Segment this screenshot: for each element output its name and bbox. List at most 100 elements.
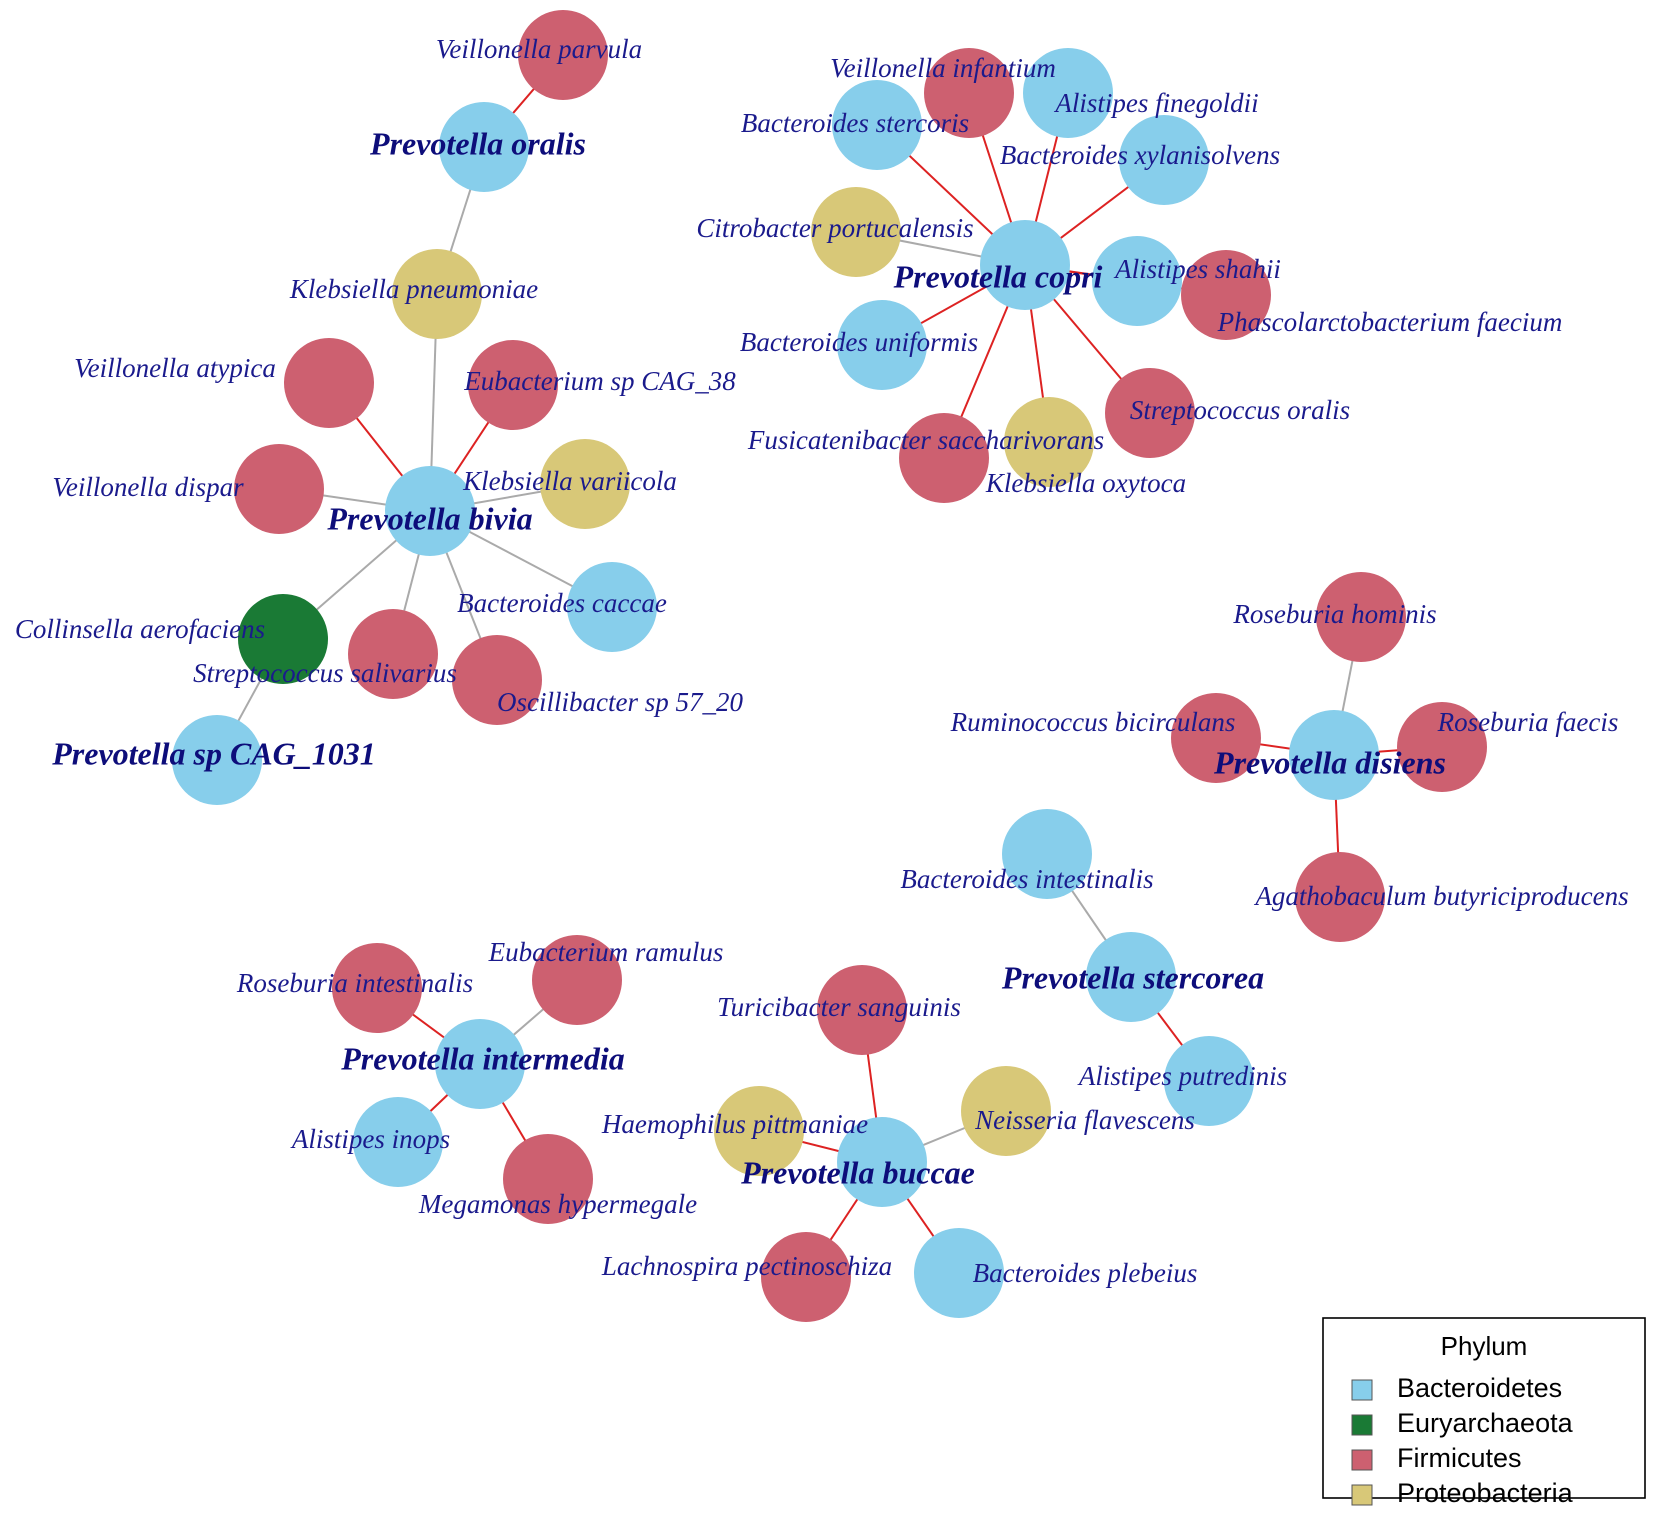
- legend-label-bacteroidetes: Bacteroidetes: [1397, 1373, 1562, 1403]
- label-n_flavescens: Neisseria flavescens: [974, 1105, 1195, 1135]
- labels-layer: Prevotella oralis Veillonella parvulaKleb…: [15, 34, 1629, 1288]
- label-r_faecis: Roseburia faecis: [1437, 707, 1619, 737]
- label-a_finegoldii: Alistipes finegoldii: [1053, 88, 1258, 118]
- node-p_buccae: [837, 1117, 927, 1207]
- node-v_infantium: [924, 48, 1014, 138]
- node-c_portucalensis: [811, 187, 901, 277]
- legend-items: BacteroidetesEuryarchaeotaFirmicutesProt…: [1351, 1373, 1574, 1508]
- node-a_finegoldii: [1023, 48, 1113, 138]
- label-r_intestinalis: Roseburia intestinalis: [236, 968, 473, 998]
- node-h_pittmaniae: [714, 1086, 804, 1176]
- node-t_sanguinis: [817, 965, 907, 1055]
- node-e_ramulus: [532, 935, 622, 1025]
- label-p_bivia: Prevotella bivia: [326, 500, 532, 536]
- node-s_oralis: [1105, 368, 1195, 458]
- label-p_stercorea: Prevotella stercorea: [1001, 959, 1264, 995]
- label-b_caccae: Bacteroides caccae: [457, 588, 667, 618]
- legend-label-euryarchaeota: Euryarchaeota: [1397, 1408, 1574, 1438]
- node-p_copri: [980, 220, 1070, 310]
- node-b_intestinalis: [1002, 809, 1092, 899]
- label-k_variicola: Klebsiella variicola: [462, 466, 677, 496]
- node-p_disiens: [1289, 710, 1379, 800]
- legend-swatch-euryarchaeota: [1351, 1414, 1373, 1436]
- node-v_atypica: [284, 338, 374, 428]
- label-m_hypermegale: Megamonas hypermegale: [418, 1189, 697, 1219]
- label-v_dispar: Veillonella dispar: [52, 472, 244, 502]
- node-p_bivia: [385, 466, 475, 556]
- label-b_plebeius: Bacteroides plebeius: [973, 1258, 1198, 1288]
- label-p_copri: Prevotella copri: [893, 258, 1103, 294]
- node-f_saccharivorans: [899, 413, 989, 503]
- label-k_oxytoca: Klebsiella oxytoca: [985, 468, 1186, 498]
- label-c_aerofaciens: Collinsella aerofaciens: [15, 614, 265, 644]
- node-b_plebeius: [914, 1228, 1004, 1318]
- node-a_inops: [353, 1097, 443, 1187]
- label-b_stercoris: Bacteroides stercoris: [741, 108, 969, 138]
- node-b_uniformis: [837, 300, 927, 390]
- label-a_putredinis: Alistipes putredinis: [1077, 1061, 1287, 1091]
- label-p_intermedia: Prevotella intermedia: [340, 1040, 625, 1076]
- node-r_intestinalis: [332, 943, 422, 1033]
- node-v_parvula: [518, 10, 608, 100]
- label-r_hominis: Roseburia hominis: [1232, 599, 1436, 629]
- node-r_hominis: [1316, 572, 1406, 662]
- legend-title: Phylum: [1441, 1331, 1528, 1361]
- node-s_salivarius: [348, 609, 438, 699]
- label-s_oralis: Streptococcus oralis: [1130, 395, 1350, 425]
- node-k_pneumoniae: [392, 249, 482, 339]
- label-p_1031: Prevotella sp CAG_1031: [51, 735, 376, 771]
- label-p_buccae: Prevotella buccae: [740, 1154, 975, 1190]
- label-f_saccharivorans: Fusicatenibacter saccharivorans: [747, 425, 1104, 455]
- node-p_stercorea: [1086, 932, 1176, 1022]
- legend: Phylum BacteroidetesEuryarchaeotaFirmicu…: [1322, 1317, 1646, 1508]
- label-osc_57: Oscillibacter sp 57_20: [497, 687, 743, 717]
- node-r_bicirculans: [1171, 693, 1261, 783]
- label-p_oralis: Prevotella oralis: [369, 125, 586, 161]
- label-v_infantium: Veillonella infantium: [830, 53, 1056, 83]
- label-b_uniformis: Bacteroides uniformis: [740, 327, 978, 357]
- label-l_pectinoschiza: Lachnospira pectinoschiza: [601, 1251, 892, 1281]
- legend-box: [1322, 1317, 1646, 1499]
- node-b_stercoris: [832, 80, 922, 170]
- node-eub_38: [468, 340, 558, 430]
- label-k_pneumoniae: Klebsiella pneumoniae: [289, 274, 538, 304]
- node-p_oralis: [439, 102, 529, 192]
- nodes-layer: [172, 10, 1487, 1322]
- label-b_xylanisolvens: Bacteroides xylanisolvens: [1000, 140, 1280, 170]
- node-a_shahii: [1092, 236, 1182, 326]
- node-p_1031: [172, 715, 262, 805]
- label-a_inops: Alistipes inops: [290, 1124, 450, 1154]
- node-a_butyriciproducens: [1295, 852, 1385, 942]
- label-r_bicirculans: Ruminococcus bicirculans: [950, 707, 1236, 737]
- node-k_variicola: [540, 439, 630, 529]
- label-c_portucalensis: Citrobacter portucalensis: [696, 213, 973, 243]
- node-ph_faecium: [1181, 250, 1271, 340]
- legend-label-firmicutes: Firmicutes: [1397, 1443, 1522, 1473]
- node-b_xylanisolvens: [1119, 115, 1209, 205]
- label-t_sanguinis: Turicibacter sanguinis: [717, 992, 961, 1022]
- label-b_intestinalis: Bacteroides intestinalis: [900, 864, 1153, 894]
- label-a_shahii: Alistipes shahii: [1113, 254, 1281, 284]
- label-p_disiens: Prevotella disiens: [1213, 744, 1446, 780]
- node-p_intermedia: [435, 1019, 525, 1109]
- legend-label-proteobacteria: Proteobacteria: [1397, 1478, 1574, 1508]
- label-e_ramulus: Eubacterium ramulus: [488, 937, 724, 967]
- node-osc_57: [452, 635, 542, 725]
- node-c_aerofaciens: [238, 594, 328, 684]
- legend-swatch-proteobacteria: [1351, 1484, 1373, 1506]
- node-r_faecis: [1397, 702, 1487, 792]
- node-n_flavescens: [961, 1066, 1051, 1156]
- label-h_pittmaniae: Haemophilus pittmaniae: [601, 1109, 868, 1139]
- label-eub_38: Eubacterium sp CAG_38: [463, 366, 736, 396]
- node-v_dispar: [234, 444, 324, 534]
- node-b_caccae: [567, 562, 657, 652]
- legend-swatch-firmicutes: [1351, 1449, 1373, 1471]
- label-v_atypica: Veillonella atypica: [74, 353, 276, 383]
- node-l_pectinoschiza: [761, 1232, 851, 1322]
- label-v_parvula: Veillonella parvula: [436, 34, 642, 64]
- label-ph_faecium: Phascolarctobacterium faecium: [1217, 307, 1563, 337]
- node-k_oxytoca: [1004, 397, 1094, 487]
- node-m_hypermegale: [503, 1134, 593, 1224]
